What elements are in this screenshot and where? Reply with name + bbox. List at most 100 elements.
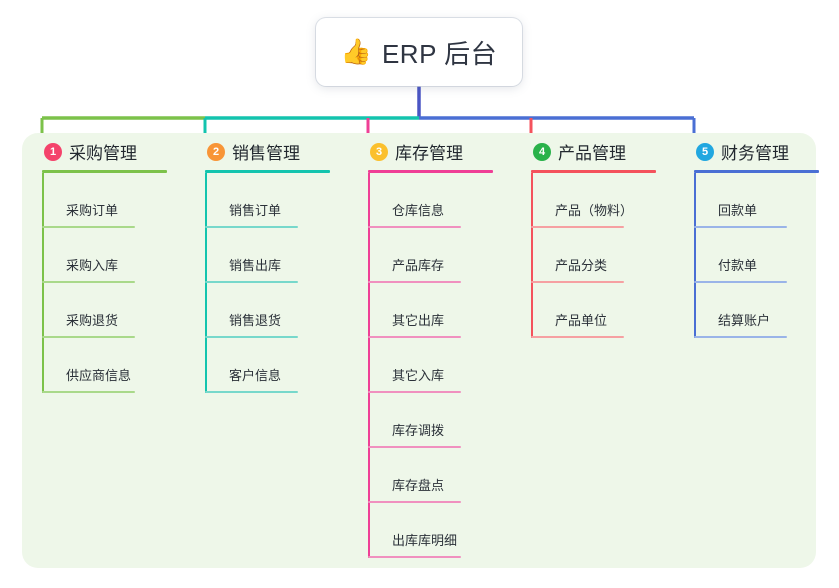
branch-item-rule (694, 336, 787, 338)
branch-item-rule (368, 501, 461, 503)
branch-item-rule (531, 226, 624, 228)
root-node[interactable]: 👍 ERP 后台 (316, 18, 522, 86)
branch-item-label: 销售退货 (229, 313, 282, 328)
branch-header-2[interactable]: 2 销售管理 (193, 133, 356, 170)
branch-item-label: 回款单 (718, 203, 758, 218)
branch-item[interactable]: 销售订单 (205, 173, 356, 228)
branch-item[interactable]: 其它出库 (368, 283, 519, 338)
branch-item-rule (368, 391, 461, 393)
thumbs-up-icon: 👍 (340, 37, 372, 66)
branch-number-badge: 4 (533, 142, 551, 161)
branch-item-rule (42, 336, 135, 338)
branch-item-label: 产品单位 (555, 313, 608, 328)
branch-item-rule (694, 226, 787, 228)
branch-item[interactable]: 采购入库 (42, 228, 193, 283)
branch-item[interactable]: 回款单 (694, 173, 839, 228)
branch-item-label: 销售订单 (229, 203, 282, 218)
branch-item[interactable]: 付款单 (694, 228, 839, 283)
branch-title: 产品管理 (558, 144, 626, 163)
branch-item-rule (368, 446, 461, 448)
branch-item[interactable]: 库存盘点 (368, 448, 519, 503)
branch-item[interactable]: 库存调拨 (368, 393, 519, 448)
branch-item-label: 出库库明细 (392, 533, 458, 548)
branch-item-label: 采购入库 (66, 258, 119, 273)
branch-item[interactable]: 客户信息 (205, 338, 356, 393)
branch-item[interactable]: 产品单位 (531, 283, 682, 338)
branch-item-rule (205, 281, 298, 283)
branch-item-rule (205, 391, 298, 393)
branch-item[interactable]: 采购订单 (42, 173, 193, 228)
branch-item-label: 结算账户 (718, 313, 771, 328)
branch-item-label: 其它入库 (392, 368, 445, 383)
branch-items: 销售订单销售出库销售退货客户信息 (205, 173, 356, 393)
branch-column-4: 4 产品管理产品（物料） 产品分类产品单位 (519, 133, 682, 338)
branch-items: 采购订单采购入库采购退货供应商信息 (42, 173, 193, 393)
branch-item[interactable]: 销售出库 (205, 228, 356, 283)
branch-number-badge: 3 (370, 142, 388, 161)
branch-spine (205, 173, 207, 393)
branch-item-rule (368, 336, 461, 338)
branch-columns: 1 采购管理采购订单采购入库采购退货供应商信息 2 销售管理销售订单销售出库销售退货客… (22, 133, 819, 568)
branch-item[interactable]: 结算账户 (694, 283, 839, 338)
branch-items: 仓库信息产品库存其它出库其它入库库存调拨库存盘点出库库明细 (368, 173, 519, 558)
branch-spine (531, 173, 533, 338)
branch-item-label: 采购退货 (66, 313, 119, 328)
branch-item-rule (205, 336, 298, 338)
branch-item-rule (694, 281, 787, 283)
branch-header-rule (694, 170, 819, 173)
branch-item[interactable]: 出库库明细 (368, 503, 519, 558)
branch-item[interactable]: 产品库存 (368, 228, 519, 283)
branch-column-1: 1 采购管理采购订单采购入库采购退货供应商信息 (30, 133, 193, 393)
branch-item-label: 销售出库 (229, 258, 282, 273)
branch-item-label: 产品（物料） (555, 203, 634, 218)
branch-spine (42, 173, 44, 393)
branch-item-rule (42, 391, 135, 393)
branch-header-rule (42, 170, 167, 173)
branch-item[interactable]: 仓库信息 (368, 173, 519, 228)
branch-spine (694, 173, 696, 338)
branch-item-label: 采购订单 (66, 203, 119, 218)
branch-item[interactable]: 产品（物料） (531, 173, 682, 228)
branch-number-badge: 2 (207, 142, 225, 161)
branch-item-rule (368, 281, 461, 283)
branch-item[interactable]: 销售退货 (205, 283, 356, 338)
branch-item-label: 库存调拨 (392, 423, 445, 438)
branch-header-rule (531, 170, 656, 173)
branch-column-2: 2 销售管理销售订单销售出库销售退货客户信息 (193, 133, 356, 393)
branches-panel (22, 133, 816, 568)
branch-header-4[interactable]: 4 产品管理 (519, 133, 682, 170)
branch-item-label: 供应商信息 (66, 368, 132, 383)
branch-title: 销售管理 (232, 144, 300, 163)
branch-item-rule (368, 556, 461, 558)
branch-item-label: 客户信息 (229, 368, 282, 383)
branch-item[interactable]: 其它入库 (368, 338, 519, 393)
branch-header-rule (368, 170, 493, 173)
branch-item[interactable]: 供应商信息 (42, 338, 193, 393)
branch-number-badge: 5 (696, 142, 714, 161)
branch-item[interactable]: 产品分类 (531, 228, 682, 283)
branch-item-rule (205, 226, 298, 228)
branch-item-rule (531, 336, 624, 338)
branch-item-rule (42, 281, 135, 283)
branch-number-badge: 1 (44, 142, 62, 161)
branch-header-rule (205, 170, 330, 173)
branch-item[interactable]: 采购退货 (42, 283, 193, 338)
root-title: ERP 后台 (381, 38, 498, 69)
branch-spine (368, 173, 370, 558)
branch-items: 回款单付款单结算账户 (694, 173, 839, 338)
branch-header-1[interactable]: 1 采购管理 (30, 133, 193, 170)
branch-item-label: 仓库信息 (392, 203, 445, 218)
branch-item-rule (368, 226, 461, 228)
branch-item-label: 产品库存 (392, 258, 445, 273)
branch-item-label: 库存盘点 (392, 478, 445, 493)
branch-item-rule (531, 281, 624, 283)
branch-item-label: 其它出库 (392, 313, 445, 328)
branch-items: 产品（物料） 产品分类产品单位 (531, 173, 682, 338)
branch-title: 采购管理 (69, 144, 137, 163)
branch-item-rule (42, 226, 135, 228)
